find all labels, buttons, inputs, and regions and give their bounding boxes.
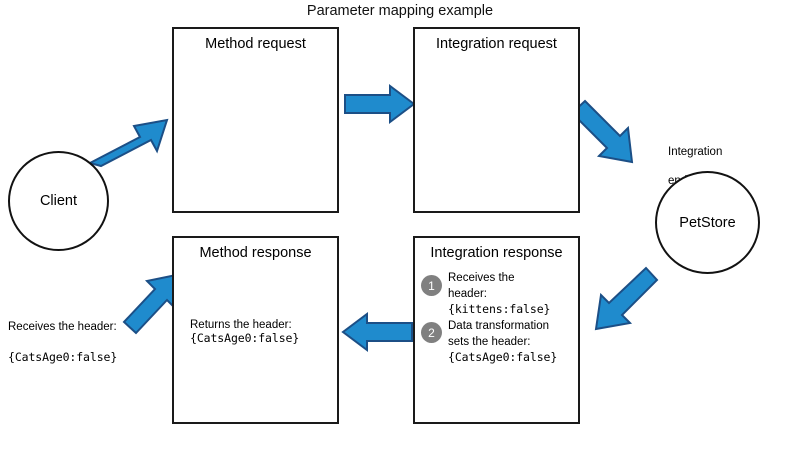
step-1-line1: Receives the header: xyxy=(448,272,515,300)
method-response-body: Returns the header: {CatsAge0:false} xyxy=(190,319,299,345)
step-1-badge: 1 xyxy=(421,275,442,296)
method-response-body-line1: Returns the header: xyxy=(190,319,292,331)
petstore-circle: PetStore xyxy=(655,171,760,274)
arrow-client-to-method-request xyxy=(87,118,169,168)
step-1-line2: {kittens:false} xyxy=(448,302,551,316)
arrow-method-request-to-integration-request xyxy=(344,84,416,124)
step-2-line3: {CatsAge0:false} xyxy=(448,350,558,364)
step-2-line1: Data transformation xyxy=(448,320,549,332)
method-request-title: Method request xyxy=(205,36,306,52)
arrow-integration-request-to-endpoint xyxy=(570,99,634,164)
method-response-title: Method response xyxy=(199,245,312,261)
client-caption: Receives the header: {CatsAge0:false} xyxy=(8,305,117,380)
step-2-text: Data transformation sets the header: {Ca… xyxy=(448,319,557,366)
integration-response-title: Integration response xyxy=(430,245,563,261)
integration-request-box: Integration request xyxy=(413,27,580,213)
step-2-badge: 2 xyxy=(421,322,442,343)
page-title: Parameter mapping example xyxy=(306,3,494,19)
client-label: Client xyxy=(39,193,78,209)
client-circle: Client xyxy=(8,151,109,251)
client-caption-line1: Receives the header: xyxy=(8,321,117,333)
method-response-box: Method response Returns the header: {Cat… xyxy=(172,236,339,424)
arrow-integration-response-to-method-response xyxy=(341,312,413,352)
integration-endpoint-label-line1: Integration xyxy=(668,145,723,158)
integration-request-title: Integration request xyxy=(436,36,557,52)
step-2-line2: sets the header: xyxy=(448,335,531,348)
integration-response-box: Integration response 1 Receives the head… xyxy=(413,236,580,424)
arrow-endpoint-to-integration-response xyxy=(594,266,659,331)
method-response-body-line2: {CatsAge0:false} xyxy=(190,331,300,345)
method-request-box: Method request xyxy=(172,27,339,213)
petstore-label: PetStore xyxy=(679,214,736,231)
step-1-text: Receives the header: {kittens:false} xyxy=(448,271,550,318)
client-caption-line2: {CatsAge0:false} xyxy=(8,350,118,364)
